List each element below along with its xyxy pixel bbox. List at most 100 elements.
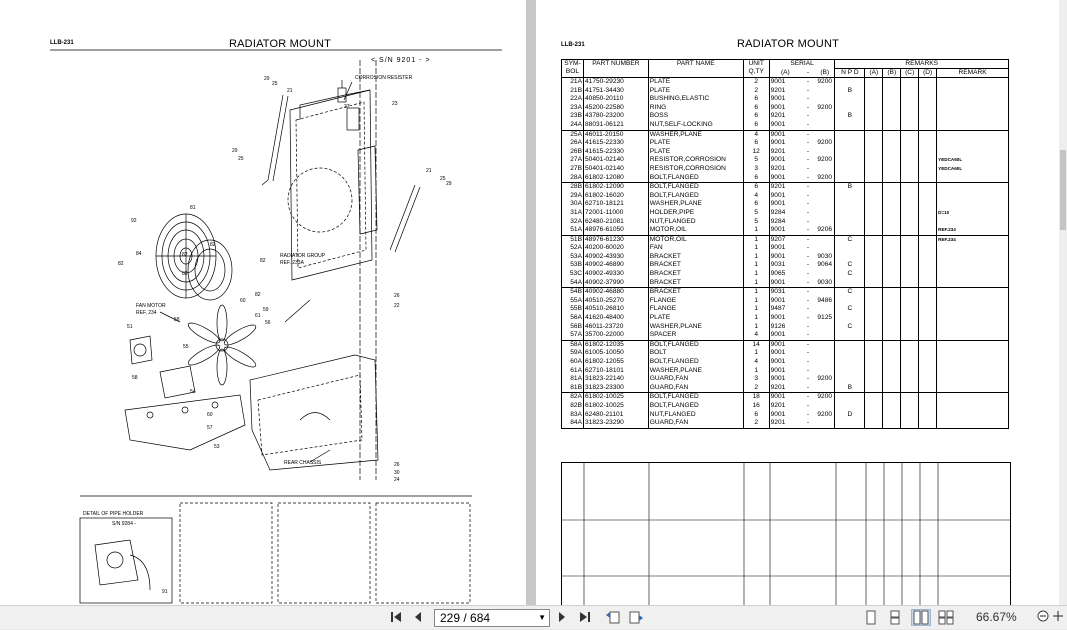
remark-b <box>882 383 902 393</box>
remark-b <box>882 103 902 113</box>
serial-dash: - <box>801 234 815 245</box>
part-name: BOLT,FLANGED <box>647 191 744 201</box>
header-part-number: PART NUMBER <box>582 59 649 78</box>
part-symbol: 29A <box>561 191 584 201</box>
zoom-out-button[interactable] <box>1036 610 1050 625</box>
serial-a: 9065 <box>768 270 802 279</box>
remark-c <box>900 410 920 420</box>
next-view-icon <box>629 611 643 624</box>
unit-quantity: 1 <box>742 322 770 332</box>
next-view-button[interactable] <box>627 610 645 625</box>
last-page-button[interactable] <box>577 610 593 625</box>
remark-npd <box>834 392 866 402</box>
remark-c <box>900 86 920 96</box>
serial-b: 9200 <box>814 410 836 420</box>
part-name: PLATE <box>647 139 744 148</box>
two-page-view-button[interactable] <box>911 609 931 626</box>
serial-dash: - <box>801 182 815 192</box>
serial-b: 9206 <box>814 226 836 236</box>
vertical-scrollbar[interactable] <box>1059 0 1067 605</box>
remark-a <box>864 322 884 332</box>
remark-b <box>882 339 902 350</box>
part-symbol: 81B <box>561 383 584 393</box>
continuous-view-button[interactable] <box>886 610 904 625</box>
part-name: BRACKET <box>647 261 744 271</box>
unit-quantity: 4 <box>742 129 770 140</box>
previous-view-button[interactable] <box>604 610 622 625</box>
remark-b <box>882 401 902 411</box>
unit-quantity: 2 <box>742 419 770 429</box>
serial-a: 9284 <box>768 208 802 218</box>
remark-npd: C <box>834 270 866 279</box>
unit-quantity: 1 <box>742 226 770 236</box>
page-number-select[interactable]: 229 / 684 ▼ <box>434 609 550 627</box>
remark-text <box>936 139 1009 148</box>
next-page-button[interactable] <box>554 610 570 625</box>
remark-b <box>882 76 902 87</box>
remark-npd: B <box>834 383 866 393</box>
serial-b <box>814 331 836 341</box>
remark-c <box>900 234 920 245</box>
remark-text <box>936 76 1009 87</box>
previous-page-button[interactable] <box>410 610 426 625</box>
part-symbol: 56A <box>561 314 584 323</box>
remark-c <box>900 244 920 253</box>
part-name: RING <box>647 103 744 113</box>
part-symbol: 30A <box>561 200 584 209</box>
remark-a <box>864 278 884 288</box>
serial-a: 9201 <box>768 182 802 192</box>
remark-text <box>936 410 1009 420</box>
remark-a <box>864 86 884 96</box>
remark-a <box>864 95 884 104</box>
single-page-view-button[interactable] <box>862 610 880 625</box>
remark-c <box>900 305 920 315</box>
remark-b <box>882 156 902 165</box>
part-symbol: 54A <box>561 278 584 288</box>
callout-number: 58 <box>174 317 180 323</box>
blank-table-grid <box>562 463 1010 605</box>
remark-npd <box>834 208 866 218</box>
remark-npd <box>834 95 866 104</box>
remark-text <box>936 314 1009 323</box>
serial-dash: - <box>806 322 810 330</box>
remark-npd: D <box>834 410 866 420</box>
remark-c <box>900 349 920 358</box>
serial-dash: - <box>806 86 810 94</box>
header-part-name: PART NAME <box>647 59 744 78</box>
part-number: 48976-61230 <box>582 234 649 245</box>
serial-dash: - <box>806 156 810 164</box>
remark-d <box>918 208 938 218</box>
part-name: GUARD,FAN <box>647 375 744 384</box>
two-page-continuous-button[interactable] <box>937 610 955 625</box>
scrollbar-thumb[interactable] <box>1060 150 1066 230</box>
part-number: 40902-49330 <box>582 270 649 279</box>
unit-quantity: 2 <box>742 76 770 87</box>
document-viewport[interactable]: LLB-231 RADIATOR MOUNT < S/N 9201 - > <box>0 0 1067 605</box>
header-serial-b: (B) <box>814 68 836 78</box>
remark-b <box>882 296 902 306</box>
serial-b <box>814 339 836 350</box>
zoom-in-button[interactable] <box>1052 610 1064 625</box>
zoom-level[interactable]: 66.67% <box>976 610 1017 624</box>
part-symbol: 23B <box>561 112 584 121</box>
remark-a <box>864 139 884 148</box>
part-symbol: 27A <box>561 156 584 165</box>
serial-dash: - <box>806 331 810 339</box>
serial-a: 9001 <box>768 173 802 183</box>
remark-text <box>936 95 1009 104</box>
first-page-button[interactable] <box>388 610 404 625</box>
part-symbol: 61A <box>561 366 584 376</box>
unit-quantity: 3 <box>742 375 770 384</box>
remark-text <box>936 217 1009 227</box>
part-symbol: 25A <box>561 129 584 140</box>
remark-b <box>882 366 902 376</box>
remark-d <box>918 139 938 148</box>
